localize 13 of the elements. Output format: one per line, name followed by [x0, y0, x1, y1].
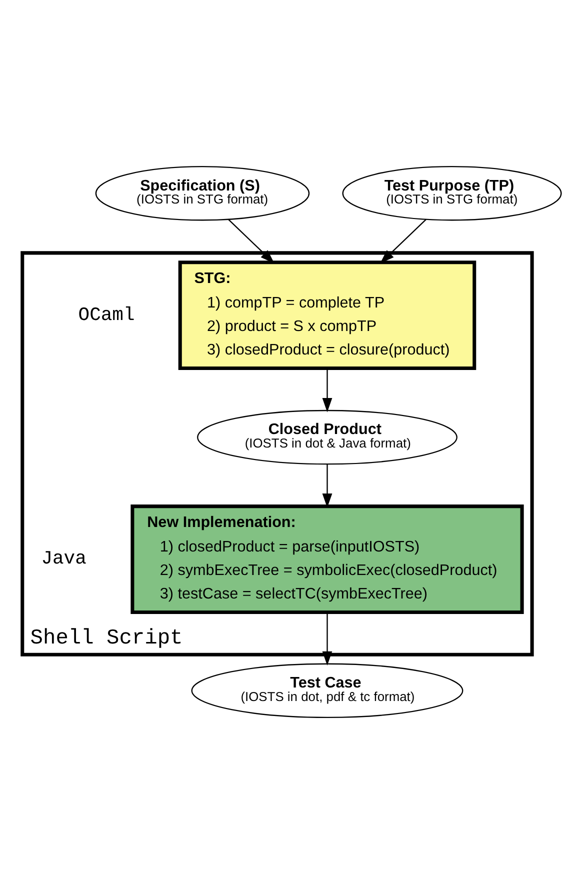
node-box: STG: 1) compTP = complete TP 2) product = S x compTP 3) closedProduct = closure(product) — [178, 260, 476, 370]
node-ellipse: Specification (S) (IOSTS in STG format) — [95, 165, 310, 220]
node-ellipse: Test Case (IOSTS in dot, pdf & tc format) — [191, 662, 464, 718]
node-label: Java — [41, 547, 86, 570]
arrow — [380, 218, 427, 263]
arrow — [322, 612, 332, 666]
arrow — [322, 464, 332, 508]
node-ellipse: Test Purpose (TP) (IOSTS in STG format) — [342, 165, 562, 220]
arrow — [322, 368, 332, 412]
node-ellipse: Closed Product (IOSTS in dot & Java format) — [197, 409, 458, 464]
arrow — [228, 218, 274, 263]
node-label: OCaml — [78, 303, 135, 326]
node-box: New Implemenation: 1) closedProduct = parse(inputIOSTS) 2) symbExecTree = symbolicExec(closedProduct) 3) testCase = selectTC(symbExecTree) — [130, 504, 524, 614]
